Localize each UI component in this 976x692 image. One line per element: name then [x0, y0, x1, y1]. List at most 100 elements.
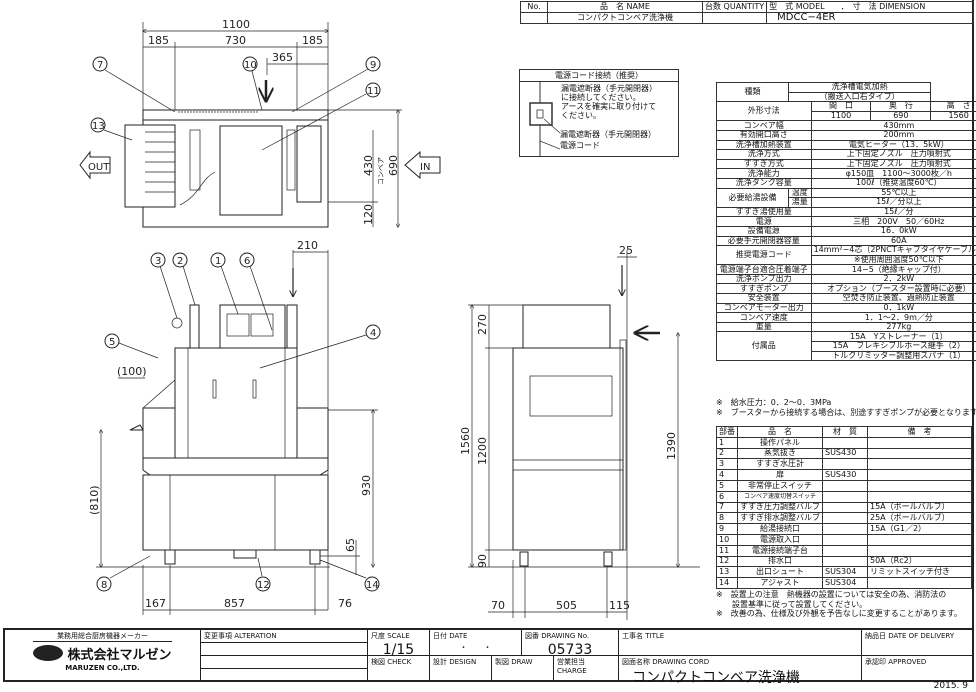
svg-text:65: 65 [344, 538, 357, 552]
svg-text:8: 8 [101, 580, 107, 591]
svg-text:210: 210 [297, 239, 318, 252]
svg-text:6: 6 [244, 256, 250, 267]
issue-date: 2015. 9 [933, 681, 968, 691]
part-name: 扉 [737, 469, 823, 481]
part-remarks: 15A（G1／2） [867, 523, 972, 535]
svg-text:11: 11 [367, 86, 380, 97]
part-name: 給湯接続口 [737, 523, 823, 535]
spec-row: 安全装置空焚き防止装置、過熱防止装置 [716, 293, 976, 304]
charge-cell: 営業担当 CHARGE [554, 656, 619, 680]
part-material: SUS430 [822, 447, 868, 460]
part-material [822, 458, 868, 471]
draw-cell: 製図 DRAW [492, 656, 554, 680]
spec-notes: ※ 給水圧力：0．2〜0．3MPa ※ ブースターから接続する場合は、別途すすぎ… [716, 398, 976, 417]
part-material: SUS430 [822, 469, 868, 481]
power-cord-instructions: 漏電遮断器（手元開閉器） に接続してください。 アースを確実に取り付けて くださ… [561, 84, 657, 120]
svg-text:9: 9 [370, 60, 376, 71]
svg-text:505: 505 [556, 599, 577, 612]
top-view: 1100 185 730 185 365 430 690 120 コンベア OU… [79, 18, 441, 227]
part-material: SUS304 [822, 577, 868, 589]
svg-text:1390: 1390 [665, 432, 678, 460]
spec-dims-label: 外形寸法 [716, 101, 812, 122]
svg-text:OUT: OUT [88, 162, 110, 173]
check-cell: 検図 CHECK [368, 656, 430, 680]
header-quantity: 台数 QUANTITY [701, 1, 768, 13]
spec-table: 種類 洗浄槽電気加熱 （搬送入口右タイプ） 外形寸法 間 口奥 行高 さ 110… [716, 81, 976, 362]
date-cell: 日付 DATE・ ・ [430, 630, 522, 656]
front-view: 210 (100) (810) 930 65 167 857 76 3 2 1 … [88, 239, 381, 615]
part-material: SUS304 [822, 566, 868, 579]
part-remarks [867, 469, 972, 481]
model-number: MDCC−4ER [766, 12, 974, 24]
power-cord-box: 電源コード接続（推奨） 漏電遮断器（手元開閉器） に接続してください。 アースを… [519, 69, 679, 157]
part-name: アジャスト [737, 577, 823, 589]
maruzen-logo-icon [33, 645, 64, 661]
part-material [822, 501, 868, 514]
svg-text:コンベア: コンベア [377, 157, 385, 185]
svg-text:14: 14 [366, 580, 379, 591]
part-number: 5 [716, 479, 738, 492]
part-number: 7 [716, 501, 738, 514]
design-cell: 設計 DESIGN [430, 656, 492, 680]
part-number: 6 [716, 490, 738, 503]
svg-text:185: 185 [148, 34, 169, 47]
part-material [822, 512, 868, 525]
svg-text:(100): (100) [117, 365, 147, 378]
svg-text:185: 185 [302, 34, 323, 47]
drawing-no-cell: 図番 DRAWING No.05733 [522, 630, 619, 658]
part-number: 14 [716, 577, 738, 589]
label-breaker: 漏電遮断器（手元開閉器） [560, 130, 656, 139]
svg-text:13: 13 [92, 121, 105, 132]
top-callouts: 7 10 9 11 13 [90, 56, 381, 133]
part-number: 9 [716, 523, 738, 535]
svg-text:167: 167 [145, 597, 166, 610]
technical-drawing: 1100 185 730 185 365 430 690 120 コンベア OU… [79, 18, 700, 620]
svg-text:2: 2 [177, 256, 183, 267]
part-number: 1 [716, 436, 738, 449]
part-number: 11 [716, 544, 738, 557]
spec-row: 洗浄方式上下固定ノズル 圧力噴射式 [716, 149, 976, 160]
part-remarks [867, 544, 972, 557]
part-remarks [867, 479, 972, 492]
part-name: すすぎ圧力調整バルブ [737, 501, 823, 514]
svg-text:3: 3 [155, 256, 161, 267]
part-number: 12 [716, 555, 738, 568]
part-remarks: 50A（Rc2） [867, 555, 972, 568]
part-number: 3 [716, 458, 738, 471]
svg-text:7: 7 [97, 60, 103, 71]
svg-text:IN: IN [420, 162, 430, 173]
part-name: コンベア速度切替スイッチ [737, 490, 823, 503]
svg-text:90: 90 [476, 554, 489, 568]
svg-text:690: 690 [387, 155, 400, 176]
part-name: 非常停止スイッチ [737, 479, 823, 492]
part-name: すすぎ水圧計 [737, 458, 823, 471]
svg-text:5: 5 [109, 337, 115, 348]
part-name: 蒸気抜き [737, 447, 823, 460]
svg-text:120: 120 [362, 204, 375, 225]
delivery-cell: 納品日 DATE OF DELIVERY [862, 630, 972, 656]
svg-text:4: 4 [370, 328, 376, 339]
svg-text:857: 857 [224, 597, 245, 610]
part-remarks [867, 447, 972, 460]
label-cord: 電源コード [560, 141, 600, 150]
part-remarks: リミットスイッチ付き [867, 566, 972, 579]
part-remarks [867, 533, 972, 546]
parts-notes: ※ 設置上の注意 熱機器の設置については安全の為、消防法の 設置基準に従って設置… [716, 590, 962, 618]
